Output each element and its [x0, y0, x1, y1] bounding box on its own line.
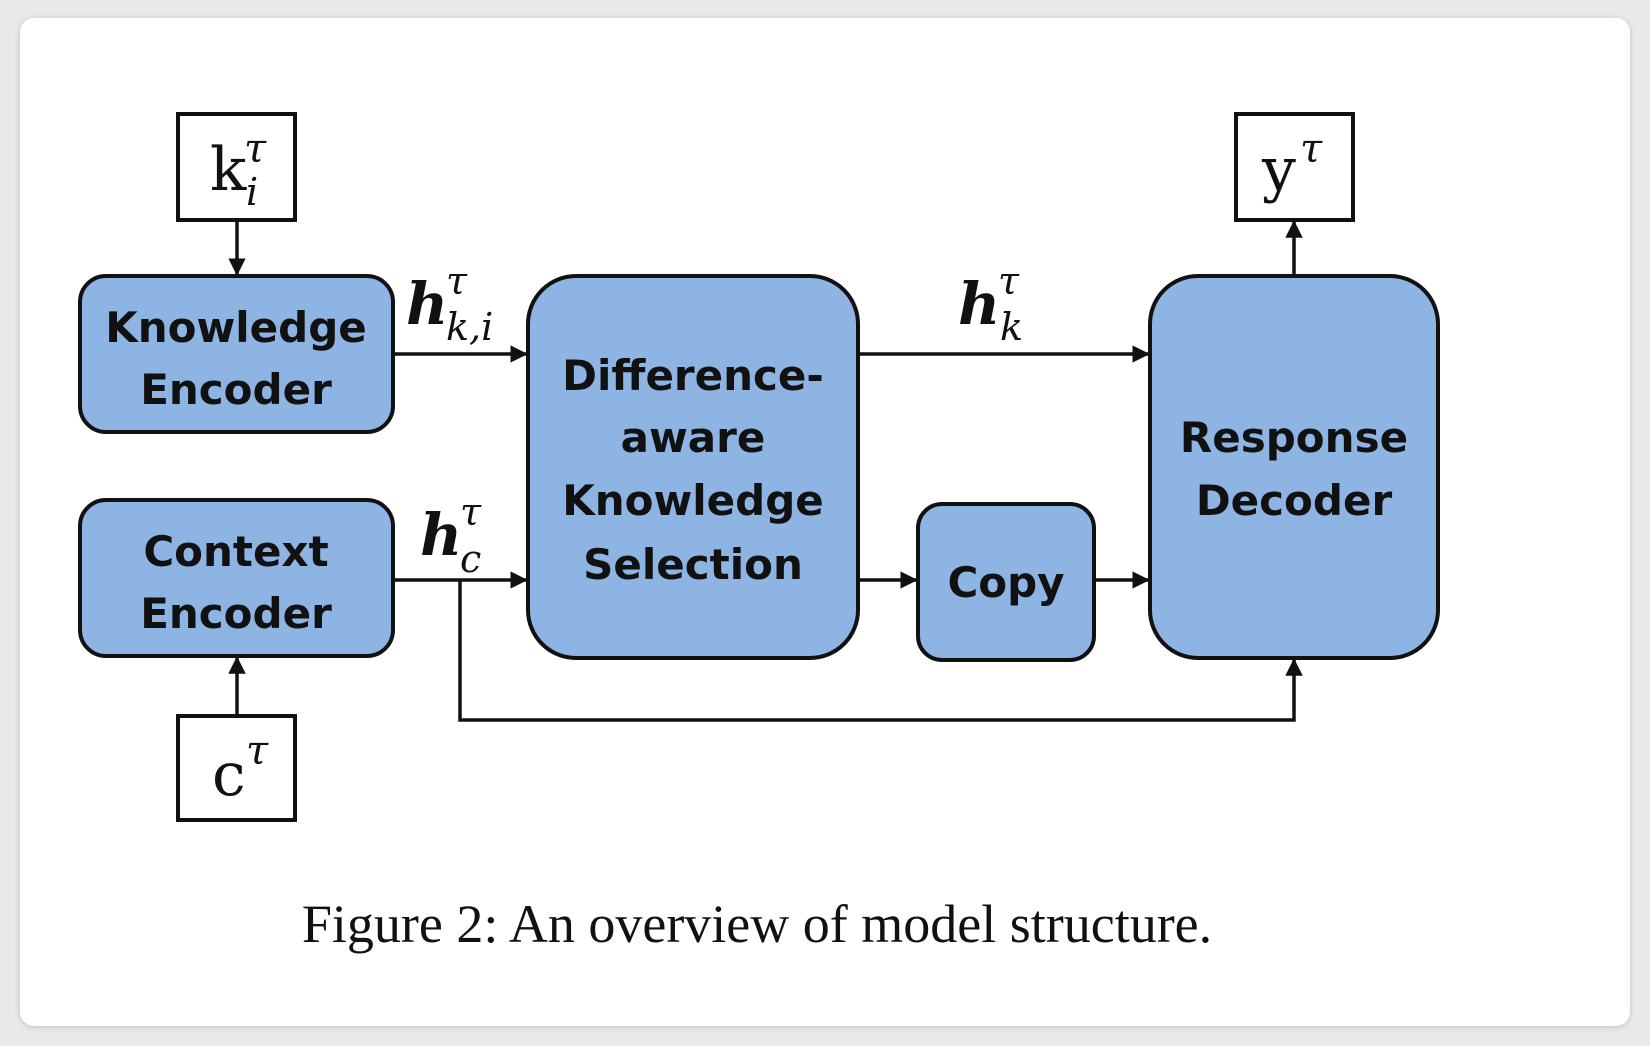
output-node: y τ [1234, 112, 1355, 222]
response-decoder-line-2: Decoder [1196, 476, 1393, 525]
knowledge-encoder-line-1: Knowledge [105, 303, 367, 352]
svg-text:k: k [210, 135, 247, 205]
knowledge-input-sup: τ [244, 126, 267, 172]
knowledge-encoder-line-2: Encoder [140, 365, 332, 414]
context-input-box [176, 714, 297, 822]
context-input-node: c τ [176, 714, 297, 822]
label-h-c: h τ c [420, 490, 482, 581]
output-base: y [1261, 135, 1296, 205]
knowledge-selection-box [526, 274, 860, 660]
context-encoder-line-1: Context [143, 527, 328, 576]
arrow-context-skip-to-decoder [458, 580, 1303, 722]
knowledge-selection-line-3: Knowledge [562, 476, 824, 525]
label-h-c-base: h [420, 501, 462, 569]
context-encoder-line-2: Encoder [140, 589, 332, 638]
label-h-k-i-sup: τ [446, 259, 468, 303]
knowledge-selection-line-4: Selection [583, 540, 803, 589]
label-h-k: h τ k [958, 259, 1023, 349]
response-decoder-line-1: Response [1180, 413, 1408, 462]
knowledge-input-box [176, 112, 297, 222]
context-input-sup: τ [246, 728, 269, 774]
label-h-k-i: h τ k,i [406, 259, 493, 349]
copy-node: Copy [916, 502, 1096, 662]
context-encoder-node: Context Encoder [78, 498, 395, 658]
label-h-k-sub: k [1000, 305, 1023, 349]
label-h-c-sup: τ [460, 490, 482, 534]
copy-label: Copy [947, 558, 1064, 607]
response-decoder-node: Response Decoder [1148, 274, 1440, 660]
knowledge-input-node: k τ i [176, 112, 297, 222]
response-decoder-box [1148, 274, 1440, 660]
knowledge-encoder-node: Knowledge Encoder [78, 274, 395, 434]
knowledge-selection-node: Difference- aware Knowledge Selection [526, 274, 860, 660]
output-box [1234, 112, 1355, 222]
context-input-base: c [212, 740, 246, 810]
knowledge-selection-line-2: aware [621, 413, 766, 462]
label-h-c-sub: c [460, 537, 481, 581]
knowledge-input-base: k [210, 135, 247, 205]
label-h-k-i-sub: k,i [446, 305, 493, 349]
label-h-k-base: h [958, 270, 1000, 338]
figure-caption: Figure 2: An overview of model structure… [302, 894, 1212, 954]
copy-box [916, 502, 1096, 662]
label-h-k-i-base: h [406, 270, 448, 338]
knowledge-input-sub: i [246, 170, 258, 214]
knowledge-selection-line-1: Difference- [562, 351, 824, 400]
context-encoder-box [78, 498, 395, 658]
output-sup: τ [1300, 126, 1323, 172]
label-h-k-sup: τ [998, 259, 1020, 303]
